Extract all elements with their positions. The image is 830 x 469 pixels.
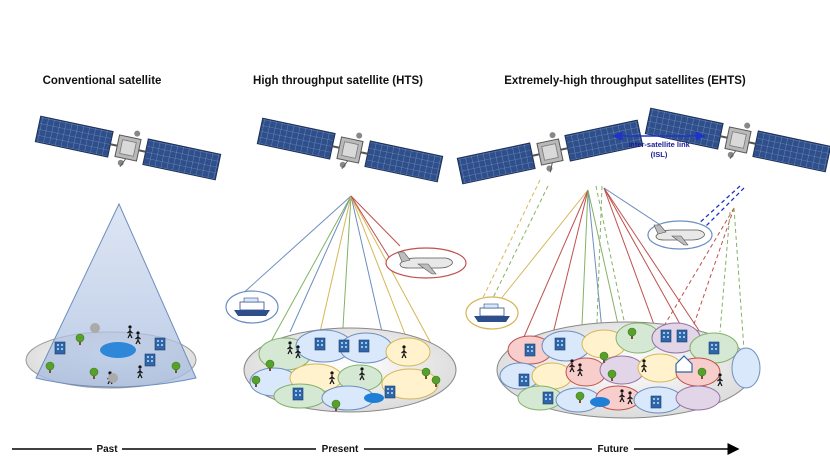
- isl-label-line1: inter-satellite link: [628, 140, 691, 149]
- satellite-icon: [32, 109, 223, 188]
- satellite-icon: [254, 111, 445, 190]
- heading-hts: High throughput satellite (HTS): [253, 75, 423, 87]
- conventional-section: [25, 109, 223, 389]
- timeline: Past Present Future: [12, 443, 740, 455]
- timeline-label-past: Past: [96, 444, 118, 455]
- satellite-icon-left: [447, 78, 653, 227]
- coverage-beam: [35, 202, 197, 388]
- isl-label-line2: (ISL): [651, 150, 668, 159]
- heading-conventional: Conventional satellite: [43, 75, 162, 87]
- hts-section: [225, 111, 467, 413]
- timeline-label-future: Future: [597, 444, 629, 455]
- ship-icon: [465, 296, 519, 330]
- timeline-label-present: Present: [322, 444, 359, 455]
- ship-icon: [225, 290, 279, 324]
- ehts-section: inter-satellite link (ISL): [447, 78, 830, 419]
- heading-ehts: Extremely-high throughput satellites (EH…: [504, 75, 746, 87]
- airplane-icon: [647, 220, 713, 250]
- airplane-icon: [385, 247, 467, 279]
